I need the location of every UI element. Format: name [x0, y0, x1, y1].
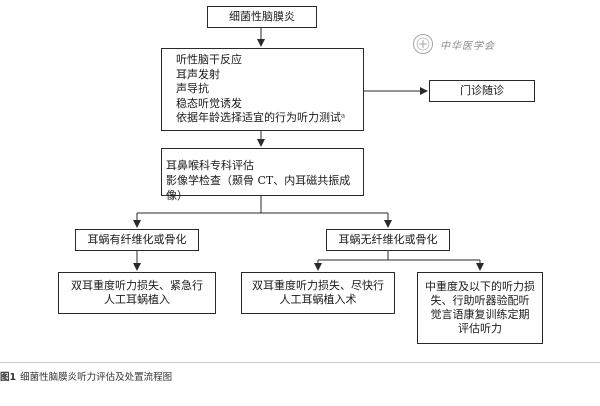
node-ent: 耳鼻喉科专科评估 影像学检查（颞骨 CT、内耳磁共振成像） — [161, 148, 364, 202]
node-outcome-mid: 双耳重度听力损失、尽快行 人工耳蜗植入术 — [241, 272, 395, 314]
test-item: 稳态听觉诱发 — [176, 96, 242, 110]
node-right-branch-label: 耳蜗无纤维化或骨化 — [338, 233, 438, 246]
outcome-right-line: 评估听力 — [458, 322, 502, 335]
outcome-left-line: 人工耳蜗植入 — [104, 293, 170, 306]
test-item: 耳声发射 — [176, 67, 220, 81]
caption-text: 细菌性脑膜炎听力评估及处置流程图 — [20, 372, 173, 383]
node-start-label: 细菌性脑膜炎 — [229, 10, 295, 23]
node-left-branch-label: 耳蜗有纤维化或骨化 — [87, 233, 187, 246]
outcome-mid-line: 人工耳蜗植入术 — [279, 293, 357, 306]
outcome-mid-line: 双耳重度听力损失、尽快行 — [252, 279, 384, 292]
ent-item: 影像学检查（颞骨 CT、内耳磁共振成像） — [166, 174, 351, 202]
test-item: 听性脑干反应 — [176, 53, 242, 66]
caption-label: 图1 — [0, 372, 17, 383]
node-tests: 听性脑干反应 耳声发射 声导抗 稳态听觉诱发 依据年龄选择适宜的行为听力测试ᵃ — [161, 48, 364, 131]
outcome-right-line: 中重度及以下的听力损 — [425, 280, 535, 293]
outcome-left-line: 双耳重度听力损失、紧急行 — [71, 279, 203, 292]
outcome-right-line: 觉言语康复训练定期 — [430, 308, 530, 321]
node-left-branch: 耳蜗有纤维化或骨化 — [75, 229, 199, 251]
watermark-text: 中华医学会 — [440, 40, 495, 52]
test-item: 依据年龄选择适宜的行为听力测试ᵃ — [176, 111, 346, 124]
ent-item: 耳鼻喉科专科评估 — [166, 159, 254, 172]
node-followup-label: 门诊随诊 — [460, 84, 504, 97]
node-outcome-left: 双耳重度听力损失、紧急行 人工耳蜗植入 — [58, 272, 216, 314]
outcome-right-line: 失、行助听器验配听 — [430, 294, 530, 307]
node-start: 细菌性脑膜炎 — [207, 6, 317, 28]
seal-icon — [413, 34, 433, 54]
node-outcome-right: 中重度及以下的听力损 失、行助听器验配听 觉言语康复训练定期 评估听力 — [417, 272, 543, 344]
caption-separator — [0, 362, 600, 363]
node-right-branch: 耳蜗无纤维化或骨化 — [326, 229, 450, 251]
watermark-logo: 中华医学会 — [412, 33, 495, 55]
test-item: 声导抗 — [176, 82, 209, 95]
node-followup: 门诊随诊 — [429, 80, 535, 102]
